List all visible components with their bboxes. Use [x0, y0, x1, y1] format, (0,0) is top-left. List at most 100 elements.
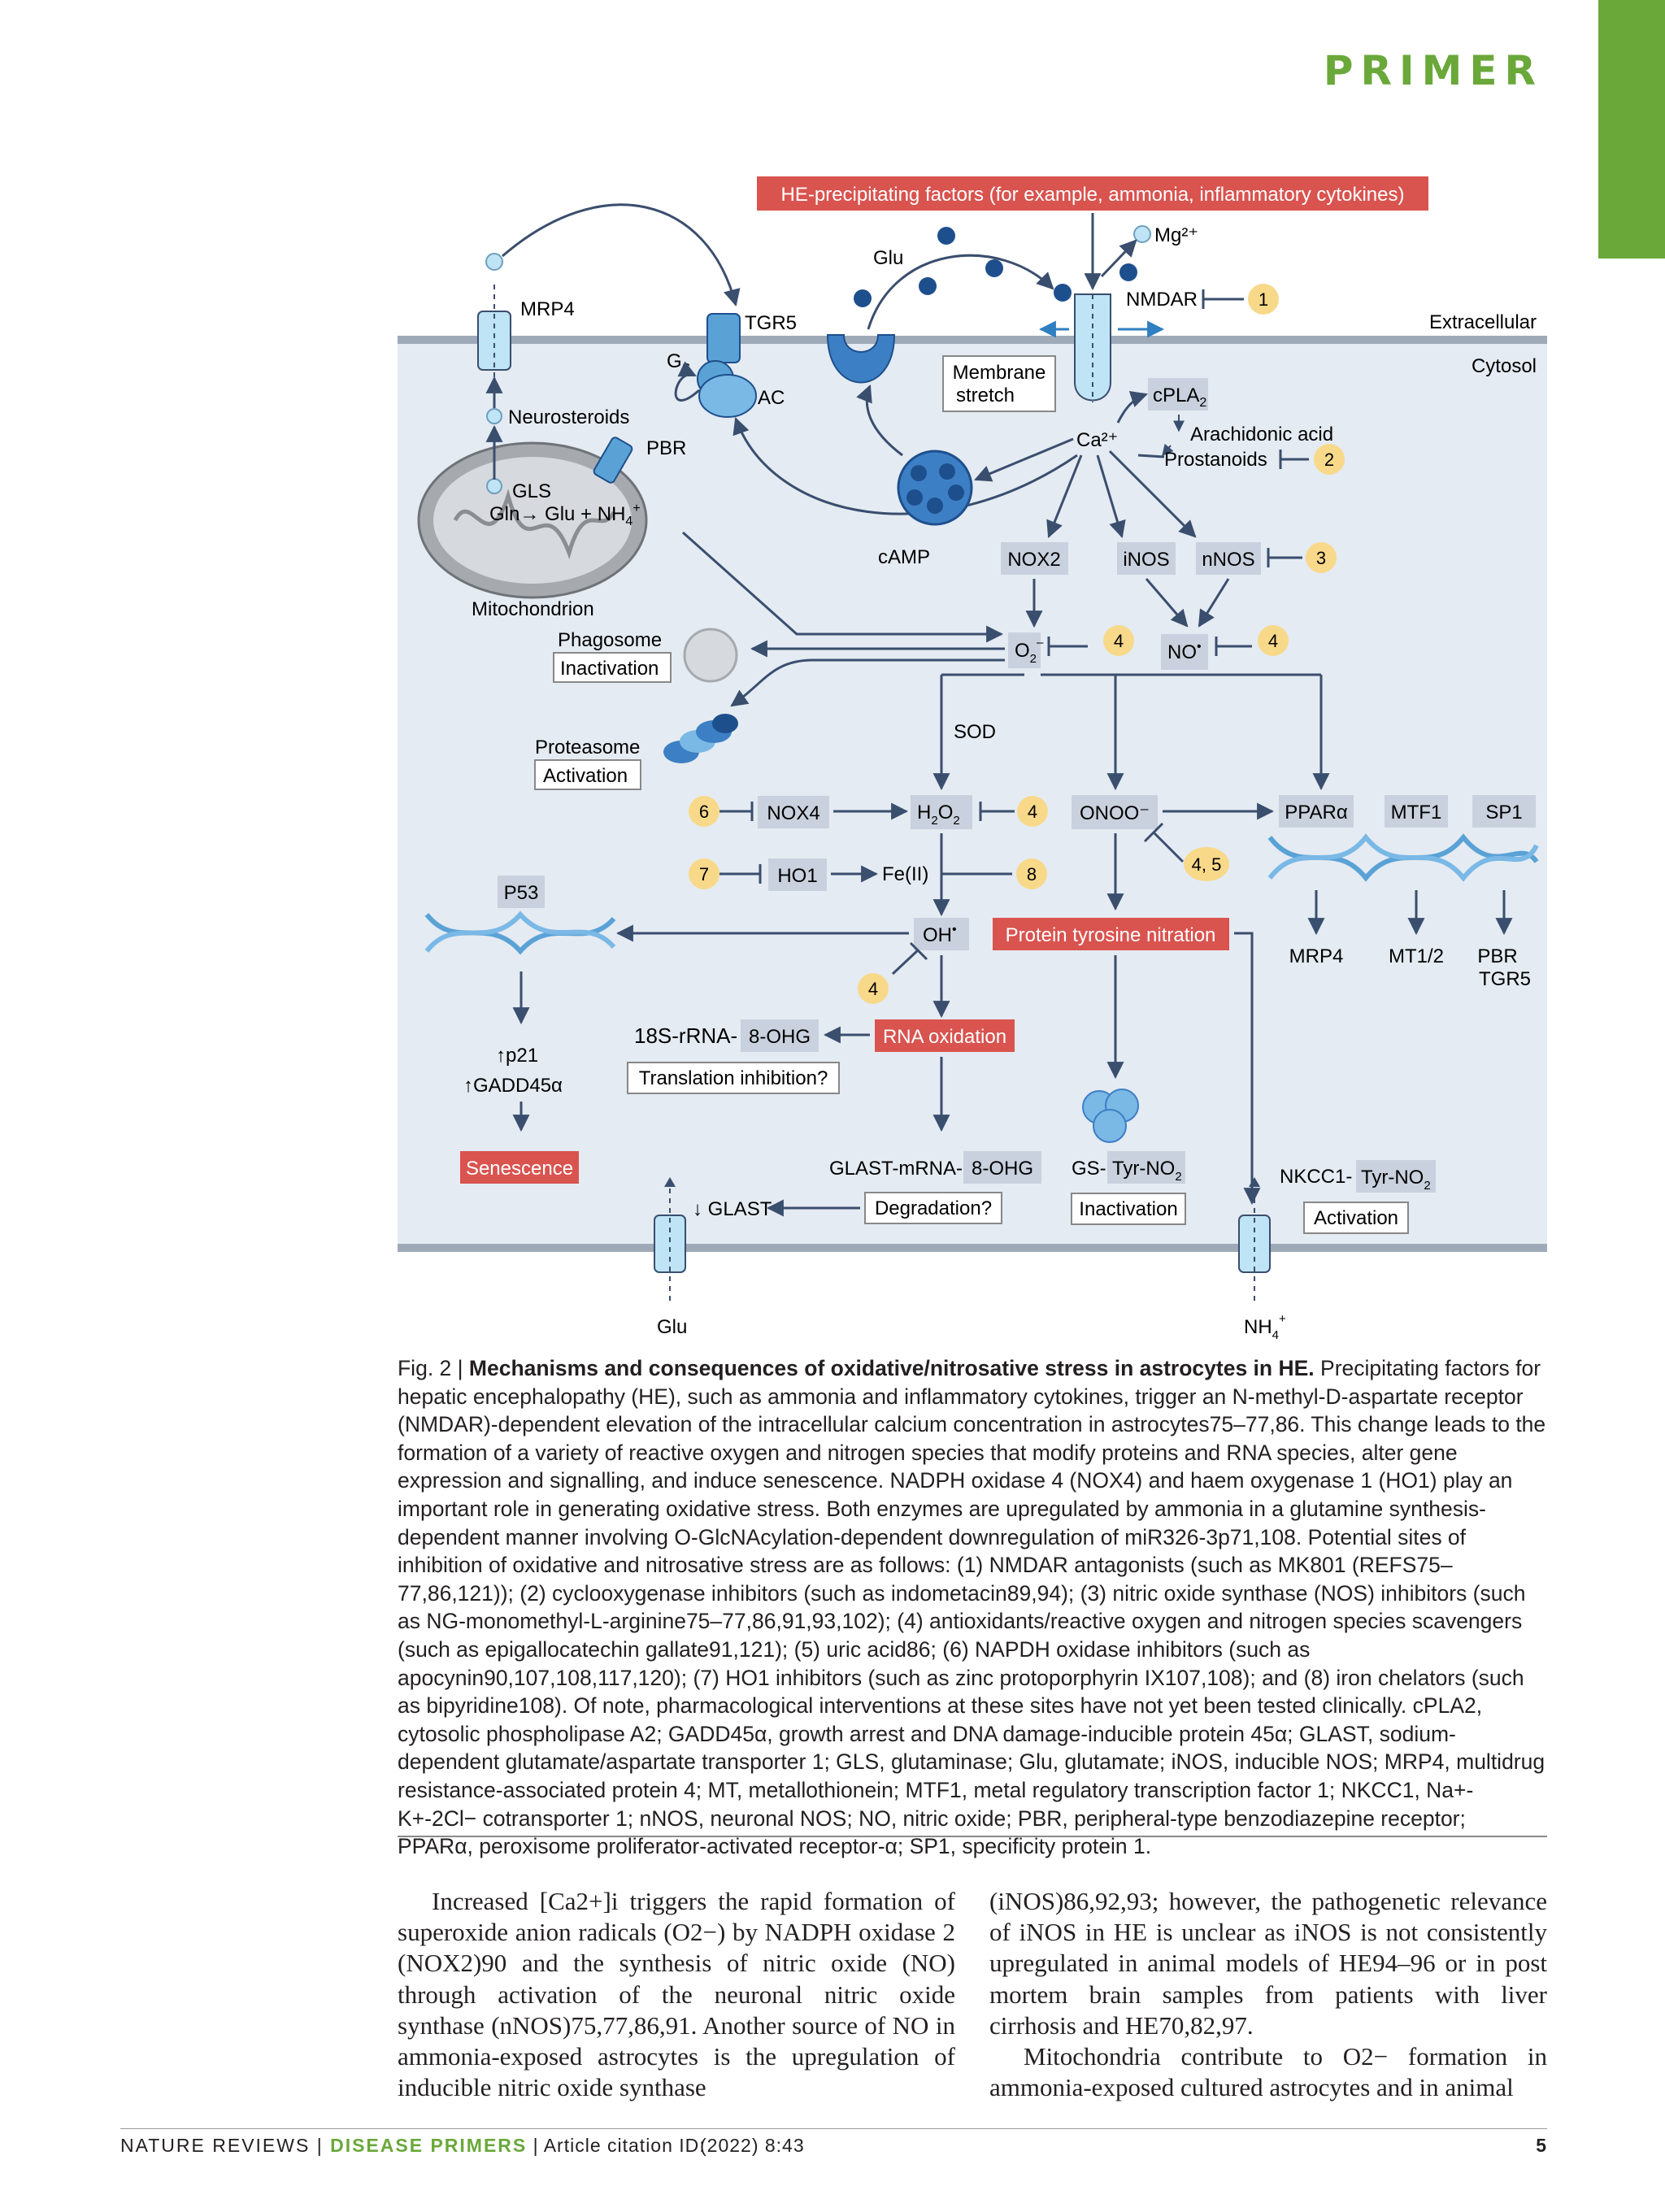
onoo-label: ONOO⁻: [1080, 802, 1150, 824]
tyr-no2-label: Tyr-NO2: [1112, 1158, 1182, 1184]
ppara-label: PPARα: [1285, 802, 1348, 824]
membrane-bottom: [398, 1244, 1547, 1252]
phagosome-label: Phagosome: [558, 629, 662, 651]
journal-series: DISEASE PRIMERS: [330, 2135, 528, 2156]
svg-text:8: 8: [1027, 864, 1037, 884]
inactivation2-label: Inactivation: [1079, 1198, 1177, 1220]
page-number: 5: [1536, 2135, 1547, 2156]
nox2-label: NOX2: [1007, 549, 1060, 571]
tgr5-receptor: [706, 313, 741, 363]
cpla2-label: cPLA2: [1153, 385, 1206, 410]
figure-2-diagram: HE-precipitating factors (for example, a…: [398, 176, 1547, 1342]
body-paragraph: (iNOS)86,92,93; however, the pathogeneti…: [989, 1887, 1547, 2040]
proteasome: [663, 714, 738, 763]
prostanoids-label: Prostanoids: [1164, 449, 1267, 471]
dna-helix-left: [424, 910, 616, 955]
nkcc1-channel: [1238, 1215, 1271, 1273]
section-tab: [1598, 0, 1665, 259]
body-column-left: Increased [Ca2+]i triggers the rapid for…: [398, 1886, 955, 2103]
ca-label: Ca²⁺: [1076, 429, 1118, 451]
nox4-label: NOX4: [767, 802, 819, 824]
glast-channel: [654, 1215, 686, 1273]
p21-label: ↑p21: [496, 1045, 538, 1067]
figure-caption: Fig. 2 | Mechanisms and consequences of …: [398, 1354, 1547, 1861]
svg-text:6: 6: [699, 802, 709, 822]
svg-text:3: 3: [1316, 548, 1326, 568]
mrp4-out-label: MRP4: [1289, 945, 1344, 967]
pbr-out-label: PBR: [1477, 945, 1517, 967]
svg-text:4: 4: [1114, 631, 1124, 651]
caption-body: Precipitating factors for hepatic enceph…: [398, 1356, 1546, 1859]
ac-label: AC: [758, 387, 785, 409]
svg-text:7: 7: [699, 864, 709, 884]
gls-label: GLS: [512, 480, 551, 502]
activation2-label: Activation: [1314, 1207, 1398, 1229]
membrane-stretch-label: Membrane: [953, 362, 1046, 384]
section-label: PRIMER: [1323, 47, 1543, 94]
camp-label: cAMP: [878, 546, 930, 568]
svg-text:stretch: stretch: [956, 385, 1015, 406]
activation-label: Activation: [543, 765, 628, 787]
cytosol-label: Cytosol: [1472, 355, 1537, 377]
nh4-bottom-label: NH4+: [1244, 1312, 1286, 1342]
h2o2-label: H2O2: [917, 802, 960, 828]
svg-text:1: 1: [1259, 289, 1268, 310]
mt12-label: MT1/2: [1389, 945, 1444, 967]
sp1-label: SP1: [1485, 802, 1522, 824]
senescence-label: Senescence: [466, 1158, 573, 1180]
glast-mrna-label: GLAST-mRNA-: [829, 1158, 963, 1180]
mrp4-channel: [477, 311, 511, 371]
pbr-label: PBR: [646, 437, 686, 459]
inactivation-label: Inactivation: [560, 658, 659, 680]
tgr5-out-label: TGR5: [1479, 968, 1531, 990]
rrna-label: 18S-rRNA-: [634, 1023, 737, 1048]
top-banner: HE-precipitating factors (for example, a…: [781, 184, 1405, 206]
svg-text:2: 2: [1324, 450, 1334, 470]
translation-label: Translation inhibition?: [639, 1067, 828, 1089]
caption-divider: [398, 1836, 1547, 1837]
footer-divider: [120, 2128, 1547, 2129]
svg-text:4: 4: [868, 979, 878, 999]
glutamine-synthetase: [1082, 1089, 1139, 1143]
nmdar-label: NMDAR: [1126, 289, 1198, 311]
tyr-no2b-label: Tyr-NO2: [1361, 1167, 1431, 1193]
tgr5-label: TGR5: [745, 312, 797, 334]
pbr-receptor: [593, 437, 633, 484]
ho1-label: HO1: [777, 865, 817, 887]
body-column-right: (iNOS)86,92,93; however, the pathogeneti…: [989, 1886, 1547, 2103]
proteasome-label: Proteasome: [535, 737, 640, 758]
gadd45-label: ↑GADD45α: [463, 1075, 563, 1097]
gln-glu-label: Gln→ Glu + NH4+: [489, 502, 641, 528]
caption-title: Mechanisms and consequences of oxidative…: [468, 1356, 1315, 1380]
glast-down-label: ↓ GLAST: [693, 1198, 772, 1220]
inhibitor-badges: 1 2 3 4 4 4 4 4, 5 6 7 8: [689, 284, 1345, 1004]
mrp4-label: MRP4: [520, 298, 575, 320]
degradation-label: Degradation?: [875, 1197, 992, 1219]
body-paragraph: Increased [Ca2+]i triggers the rapid for…: [398, 1887, 955, 2102]
mg-label: Mg²⁺: [1154, 224, 1198, 246]
o2-label: O2–: [1015, 636, 1044, 666]
caption-label: Fig. 2 |: [398, 1356, 469, 1380]
phagosome: [683, 628, 738, 683]
gs-tyr-label: GS-: [1072, 1158, 1106, 1180]
nnos-label: nNOS: [1202, 549, 1254, 571]
extracellular-label: Extracellular: [1429, 311, 1537, 333]
ohg1-label: 8-OHG: [749, 1026, 811, 1048]
inos-label: iNOS: [1123, 549, 1169, 571]
rna-ox-label: RNA oxidation: [883, 1026, 1006, 1048]
membrane-top: [398, 336, 1547, 344]
svg-text:4: 4: [1028, 802, 1037, 822]
svg-text:4: 4: [1268, 631, 1278, 651]
fe-label: Fe(II): [882, 863, 928, 885]
citation-id: (2022) 8:43: [700, 2135, 805, 2156]
arachidonic-label: Arachidonic acid: [1190, 424, 1333, 445]
neurosteroids-label: Neurosteroids: [508, 406, 629, 428]
sod-label: SOD: [954, 721, 996, 743]
page-footer: NATURE REVIEWS | DISEASE PRIMERS | Artic…: [120, 2135, 1547, 2157]
glu-bottom-label: Glu: [657, 1316, 687, 1338]
journal-name: NATURE REVIEWS |: [120, 2135, 331, 2156]
mitochondrion-label: Mitochondrion: [472, 598, 594, 620]
glu-top-label: Glu: [873, 247, 903, 269]
oh-label: OH•: [923, 923, 957, 946]
svg-text:4, 5: 4, 5: [1192, 854, 1222, 875]
